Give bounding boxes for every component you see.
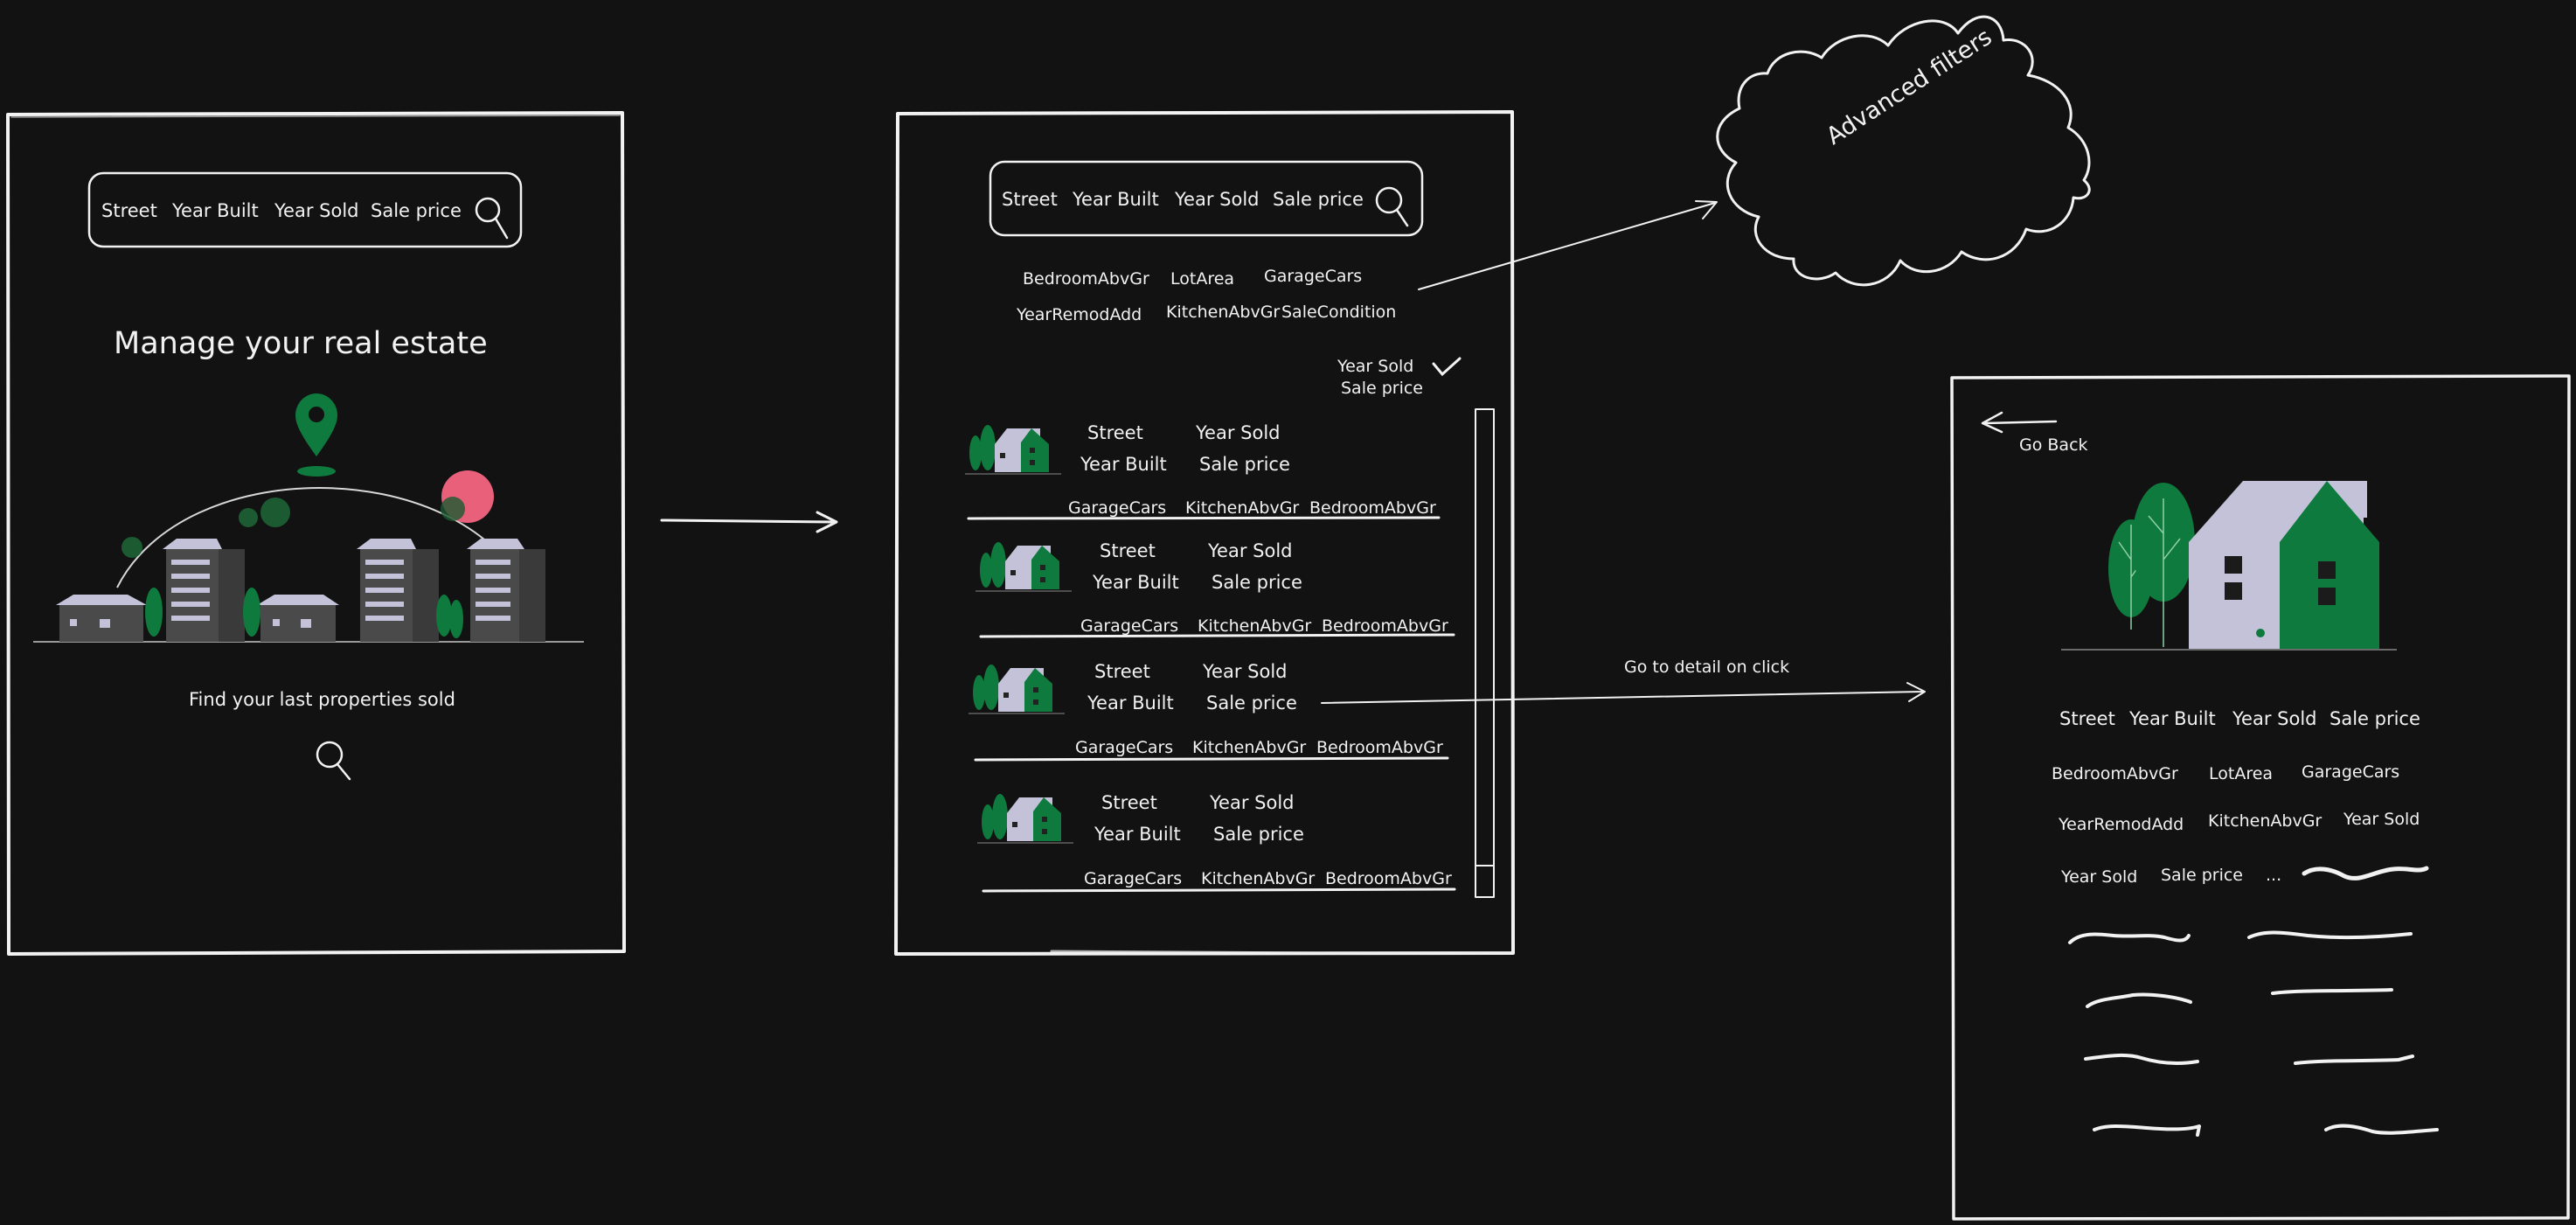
placeholder-squiggle <box>2271 988 2393 995</box>
advanced-filters-cloud <box>1716 15 2091 287</box>
card-tag: KitchenAbvGr <box>1192 738 1307 757</box>
card-year-sold[interactable]: Year Sold <box>1203 661 1288 682</box>
city-illustration <box>33 393 584 643</box>
search-field-street[interactable]: Street <box>101 200 157 221</box>
card-year-built[interactable]: Year Built <box>1087 693 1174 713</box>
screen1-search-box <box>87 171 523 248</box>
card-sale-price[interactable]: Sale price <box>1206 693 1297 713</box>
placeholder-squiggle <box>2247 930 2413 940</box>
map-pin-icon <box>295 393 337 456</box>
search-field-year-sold[interactable]: Year Sold <box>1175 189 1260 210</box>
card-divider <box>979 633 1455 638</box>
placeholder-squiggle <box>2294 1054 2414 1065</box>
search-icon <box>1375 186 1409 227</box>
scrollbar-track <box>1475 408 1495 898</box>
card-year-built[interactable]: Year Built <box>1080 454 1167 475</box>
detail-field: Sale price <box>2161 866 2243 885</box>
card-year-sold[interactable]: Year Sold <box>1196 422 1281 443</box>
detail-street: Street <box>2059 708 2115 729</box>
card-sale-price[interactable]: Sale price <box>1213 824 1304 845</box>
card-tag: KitchenAbvGr <box>1198 616 1312 636</box>
card-street[interactable]: Street <box>1087 422 1143 443</box>
card-tag: BedroomAbvGr <box>1309 498 1436 518</box>
filter-chip[interactable]: SaleCondition <box>1281 303 1397 322</box>
card-sale-price[interactable]: Sale price <box>1212 572 1302 593</box>
screen2-search-box <box>989 160 1424 237</box>
card-year-built[interactable]: Year Built <box>1093 572 1179 593</box>
filter-chip[interactable]: YearRemodAdd <box>1017 305 1142 324</box>
detail-sale-price: Sale price <box>2330 708 2420 729</box>
detail-field: Year Sold <box>2061 867 2138 887</box>
search-field-year-built[interactable]: Year Built <box>172 200 259 221</box>
card-divider <box>967 516 1441 520</box>
search-field-street[interactable]: Street <box>1002 189 1058 210</box>
detail-ellipsis: ... <box>2266 866 2282 885</box>
card-year-built[interactable]: Year Built <box>1094 824 1181 845</box>
card-street[interactable]: Street <box>1101 792 1157 813</box>
card-tag: BedroomAbvGr <box>1316 738 1443 757</box>
filter-chip[interactable]: KitchenAbvGr <box>1166 303 1281 322</box>
card-street[interactable]: Street <box>1094 661 1150 682</box>
card-tag: GarageCars <box>1080 616 1179 636</box>
detail-field: YearRemodAdd <box>2059 815 2184 834</box>
go-detail-label: Go to detail on click <box>1624 658 1790 677</box>
card-sale-price[interactable]: Sale price <box>1199 454 1290 475</box>
detail-field: BedroomAbvGr <box>2052 764 2178 783</box>
placeholder-squiggle <box>2324 1124 2439 1135</box>
card-tag: GarageCars <box>1068 498 1167 518</box>
back-arrow <box>1981 411 2058 434</box>
sort-option-year-sold[interactable]: Year Sold <box>1337 357 1414 376</box>
go-back-link[interactable]: Go Back <box>2019 435 2088 455</box>
detail-field: LotArea <box>2209 764 2274 783</box>
search-field-sale-price[interactable]: Sale price <box>1273 189 1364 210</box>
tagline: Find your last properties sold <box>189 689 455 710</box>
house-thumbnail <box>965 425 1061 475</box>
detail-field: GarageCars <box>2302 762 2400 782</box>
search-icon <box>475 197 509 240</box>
page-title: Manage your real estate <box>114 326 488 361</box>
flow-arrow <box>660 511 838 533</box>
card-year-sold[interactable]: Year Sold <box>1210 792 1295 813</box>
detail-year-built: Year Built <box>2129 708 2216 729</box>
card-divider <box>974 756 1449 762</box>
search-field-year-built[interactable]: Year Built <box>1073 189 1159 210</box>
placeholder-squiggle <box>2084 1053 2199 1066</box>
card-tag: KitchenAbvGr <box>1201 869 1316 888</box>
card-street[interactable]: Street <box>1100 540 1156 561</box>
card-tag: BedroomAbvGr <box>1322 616 1448 636</box>
house-thumbnail <box>976 542 1072 592</box>
arrow-to-filters <box>1418 200 1718 290</box>
sort-option-sale-price[interactable]: Sale price <box>1341 379 1423 398</box>
search-field-sale-price[interactable]: Sale price <box>371 200 462 221</box>
screen2-frame <box>894 110 1515 956</box>
card-divider <box>982 887 1456 893</box>
screen1-frame <box>6 111 626 956</box>
placeholder-squiggle <box>2093 1124 2201 1137</box>
house-thumbnail <box>969 665 1065 714</box>
screen3-frame <box>1950 374 2571 1221</box>
detail-year-sold: Year Sold <box>2232 708 2317 729</box>
arrow-to-detail <box>1321 682 1926 704</box>
detail-field: KitchenAbvGr <box>2208 811 2323 831</box>
search-icon <box>316 741 351 781</box>
check-icon <box>1432 357 1462 377</box>
house-illustration-large <box>2061 481 2397 651</box>
search-field-year-sold[interactable]: Year Sold <box>274 200 359 221</box>
card-tag: BedroomAbvGr <box>1325 869 1452 888</box>
filter-chip[interactable]: BedroomAbvGr <box>1023 269 1149 289</box>
house-thumbnail <box>977 794 1073 844</box>
placeholder-squiggle <box>2086 992 2192 1008</box>
card-tag: GarageCars <box>1084 869 1183 888</box>
detail-field: Year Sold <box>2343 810 2420 829</box>
card-tag: GarageCars <box>1075 738 1174 757</box>
card-tag: KitchenAbvGr <box>1185 498 1300 518</box>
placeholder-squiggle <box>2302 866 2429 880</box>
filter-chip[interactable]: GarageCars <box>1264 267 1363 286</box>
card-year-sold[interactable]: Year Sold <box>1208 540 1293 561</box>
placeholder-squiggle <box>2068 932 2191 944</box>
filter-chip[interactable]: LotArea <box>1170 269 1235 289</box>
